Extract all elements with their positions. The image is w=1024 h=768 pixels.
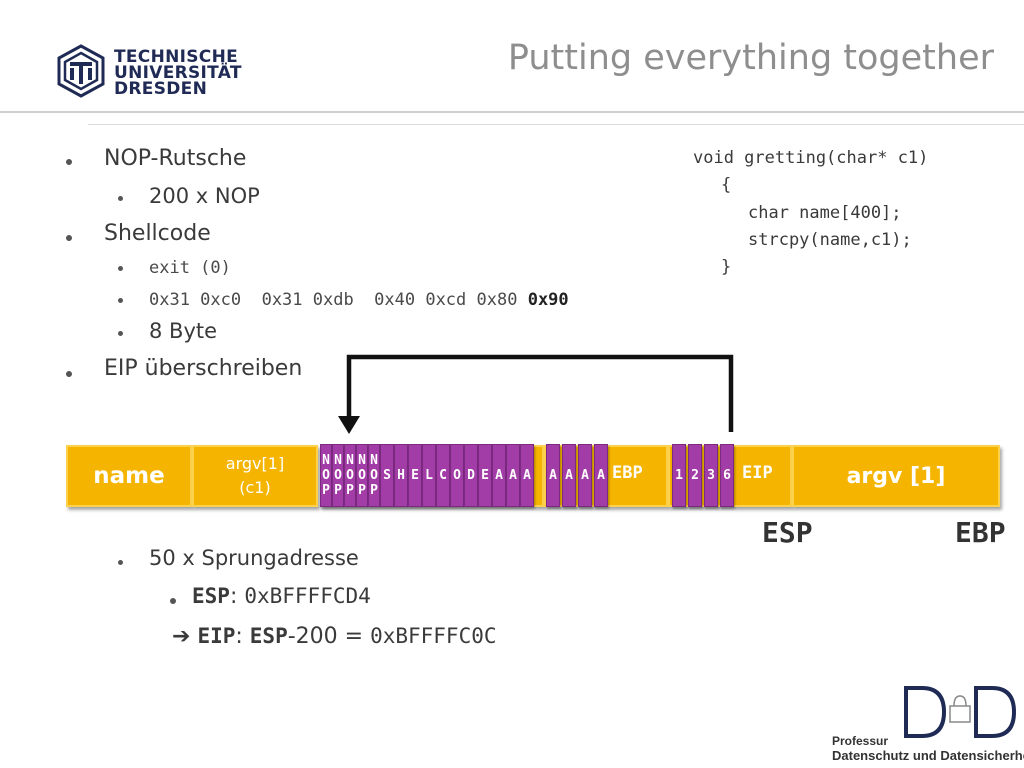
jump-arrow-icon bbox=[338, 354, 734, 434]
bullet-size: 8 Byte bbox=[149, 319, 218, 343]
ebp-register-label: EBP bbox=[955, 516, 1006, 549]
stack-argv1-block: argv [1] bbox=[792, 445, 1000, 507]
bullet-dot bbox=[170, 598, 176, 604]
bullet-dot bbox=[118, 298, 123, 303]
header-divider bbox=[0, 111, 1024, 113]
eip-esp-ref: ESP bbox=[249, 624, 288, 648]
header-divider-thin bbox=[88, 124, 1024, 125]
bullet-eip: EIP überschreiben bbox=[104, 356, 303, 381]
code-line: strcpy(name,c1); bbox=[748, 230, 912, 250]
stack-name-block: name bbox=[66, 445, 192, 507]
shellcode-char: E bbox=[478, 444, 492, 507]
shellcode-bytes-text: 0x31 0xc0 0x31 0xdb 0x40 0xcd 0x80 bbox=[149, 290, 528, 310]
esp-value: 0xBFFFFCD4 bbox=[244, 584, 371, 608]
code-line: { bbox=[721, 175, 732, 195]
dud-logo: Professur Datenschutz und Datensicherhei… bbox=[822, 684, 1024, 768]
nop-letter: P bbox=[346, 483, 354, 498]
shellcode-char: A bbox=[492, 444, 506, 507]
tu-dresden-logo-icon bbox=[57, 44, 105, 98]
nop-letter: O bbox=[334, 468, 342, 483]
eip-calc: -200 = bbox=[287, 624, 371, 649]
esp-register-label: ESP bbox=[762, 516, 813, 549]
esp-value-line: ESP: 0xBFFFFCD4 bbox=[192, 584, 371, 609]
address-char: 1 bbox=[672, 444, 686, 507]
bullet-dot bbox=[66, 235, 72, 241]
bullet-nop-count: 200 x NOP bbox=[149, 184, 260, 208]
eip-value-line: ➔ EIP: ESP-200 = 0xBFFFFC0C bbox=[172, 624, 497, 649]
stack-argv-c1-block: argv[1] (c1) bbox=[192, 445, 318, 507]
nop-letter: P bbox=[358, 483, 366, 498]
bullet-dot bbox=[118, 266, 123, 271]
shellcode-char: L bbox=[422, 444, 436, 507]
bullet-dot bbox=[66, 159, 72, 165]
nop-letter: O bbox=[370, 468, 378, 483]
esp-separator: : bbox=[229, 584, 245, 609]
shellcode-char: E bbox=[408, 444, 422, 507]
nop-letter: N bbox=[358, 453, 366, 468]
nop-letter: N bbox=[370, 453, 378, 468]
slide-title: Putting everything together bbox=[507, 38, 994, 78]
shellcode-char: D bbox=[464, 444, 478, 507]
shellcode-char: C bbox=[436, 444, 450, 507]
nop-letter: P bbox=[322, 483, 330, 498]
bullet-shellcode: Shellcode bbox=[104, 221, 211, 246]
bullet-exit: exit (0) bbox=[149, 258, 231, 278]
bullet-dot bbox=[118, 331, 123, 336]
university-name-line: UNIVERSITÄT bbox=[114, 63, 242, 83]
shellcode-char: A bbox=[520, 444, 534, 507]
ebp-label: EBP bbox=[612, 463, 643, 483]
eip-value: 0xBFFFFC0C bbox=[370, 624, 497, 648]
shellcode-char: H bbox=[394, 444, 408, 507]
address-char: 6 bbox=[720, 444, 734, 507]
nop-letter: P bbox=[370, 483, 378, 498]
fill-char: A bbox=[594, 444, 608, 507]
fill-char: A bbox=[562, 444, 576, 507]
dud-professur: Professur bbox=[832, 734, 889, 748]
fill-char: A bbox=[546, 444, 560, 507]
shellcode-byte-bold: 0x90 bbox=[527, 290, 569, 310]
argv-c1-label: argv[1] bbox=[225, 454, 285, 473]
nop-letter: N bbox=[334, 453, 342, 468]
eip-separator: : bbox=[235, 624, 250, 649]
code-line: char name[400]; bbox=[748, 203, 902, 223]
code-line: void gretting(char* c1) bbox=[693, 148, 929, 168]
eip-key: EIP bbox=[197, 624, 236, 648]
esp-key: ESP bbox=[192, 584, 230, 608]
bullet-dot bbox=[118, 196, 123, 201]
argv-c1-label-sub: (c1) bbox=[239, 478, 271, 497]
university-name-line: DRESDEN bbox=[114, 79, 208, 99]
bullet-nop-rutsche: NOP-Rutsche bbox=[104, 146, 247, 171]
address-char: 3 bbox=[704, 444, 718, 507]
shellcode-char: S bbox=[380, 444, 394, 507]
bullet-jump-address: 50 x Sprungadresse bbox=[149, 546, 359, 570]
bullet-shellcode-bytes: 0x31 0xc0 0x31 0xdb 0x40 0xcd 0x80 0x90 bbox=[149, 290, 569, 310]
fill-char: A bbox=[578, 444, 592, 507]
dud-department: Datenschutz und Datensicherheit bbox=[832, 748, 1024, 763]
nop-letter: O bbox=[358, 468, 366, 483]
shellcode-char: O bbox=[450, 444, 464, 507]
shellcode-char: A bbox=[506, 444, 520, 507]
nop-letter: N bbox=[322, 453, 330, 468]
nop-letter: N bbox=[346, 453, 354, 468]
bullet-dot bbox=[118, 560, 123, 565]
nop-letter: O bbox=[346, 468, 354, 483]
bullet-dot bbox=[66, 371, 72, 377]
nop-letter: P bbox=[334, 483, 342, 498]
code-line: } bbox=[721, 257, 732, 277]
university-name-line: TECHNISCHE bbox=[114, 47, 239, 67]
arrow-right-icon: ➔ bbox=[172, 624, 191, 649]
dud-logo-icon bbox=[904, 686, 1017, 738]
address-char: 2 bbox=[688, 444, 702, 507]
nop-letter: O bbox=[322, 468, 330, 483]
eip-label: EIP bbox=[742, 463, 773, 483]
